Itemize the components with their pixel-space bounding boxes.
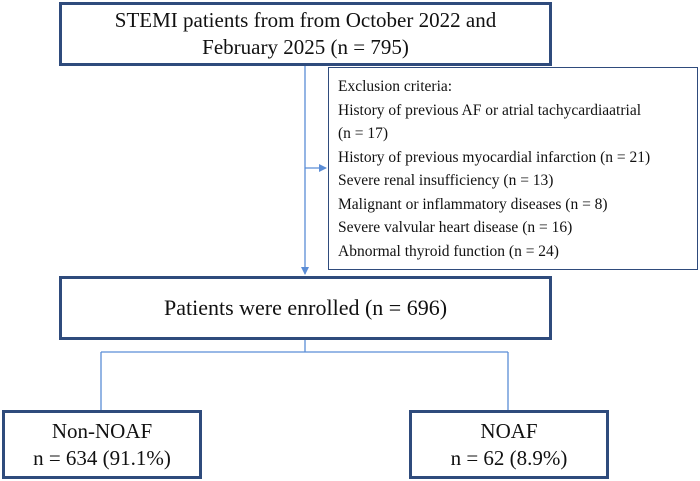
exclusion-item: History of previous myocardial infarctio… bbox=[338, 148, 651, 166]
exclusion-item: Abnormal thyroid function (n = 24) bbox=[338, 242, 559, 260]
enrolled-patients-label: Patients were enrolled (n = 696) bbox=[163, 295, 448, 320]
exclusion-item: History of previous AF or atrial tachyca… bbox=[338, 101, 642, 119]
exclusion-criteria-title: Exclusion criteria: bbox=[338, 78, 453, 95]
enrolled-patients-box: Patients were enrolled (n = 696) bbox=[59, 276, 552, 340]
exclusion-item: Malignant or inflammatory diseases (n = … bbox=[338, 195, 608, 213]
exclusion-item: (n = 17) bbox=[338, 125, 389, 142]
exclusion-item: Severe valvular heart disease (n = 16) bbox=[338, 219, 573, 236]
stemi-patients-box: STEMI patients from from October 2022 an… bbox=[59, 2, 552, 66]
non-noaf-group-name: Non-NOAF bbox=[51, 418, 153, 443]
non-noaf-group-box: Non-NOAF n = 634 (91.1%) bbox=[2, 410, 202, 479]
noaf-group-name: NOAF bbox=[480, 418, 538, 443]
noaf-group-box: NOAF n = 62 (8.9%) bbox=[409, 410, 609, 479]
noaf-group-count: n = 62 (8.9%) bbox=[450, 445, 568, 470]
exclusion-item: Severe renal insufficiency (n = 13) bbox=[338, 172, 554, 189]
exclusion-criteria-box: Exclusion criteria: History of previous … bbox=[328, 67, 698, 270]
stemi-patients-line1: STEMI patients from from October 2022 an… bbox=[114, 8, 497, 32]
stemi-patients-line2: February 2025 (n = 795) bbox=[202, 35, 409, 59]
non-noaf-group-count: n = 634 (91.1%) bbox=[33, 445, 171, 470]
